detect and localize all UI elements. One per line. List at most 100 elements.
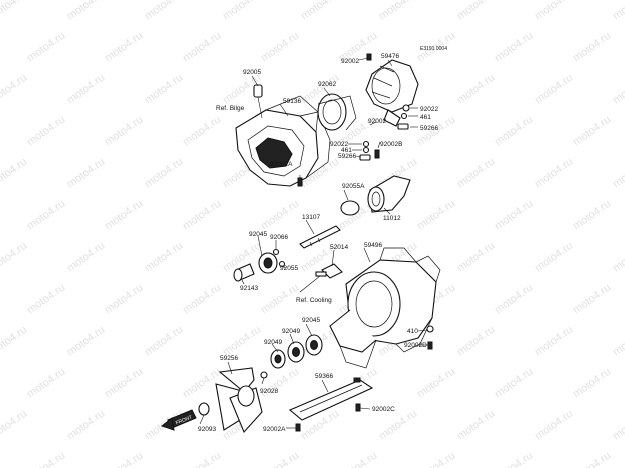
label-92028: 92028 [260, 388, 278, 395]
label-59136: 59136 [283, 98, 301, 105]
label-461-left: 461 [341, 147, 352, 154]
label-92005: 92005 [243, 69, 261, 76]
watermark-text: moto4.ru [221, 0, 263, 22]
watermark-text: moto4.ru [533, 156, 575, 191]
watermark-text: moto4.ru [259, 450, 301, 468]
label-92062: 92062 [318, 81, 336, 88]
impeller-59256 [215, 367, 263, 434]
watermark-text: moto4.ru [0, 156, 29, 191]
watermark-text: moto4.ru [455, 72, 497, 107]
watermark-text: moto4.ru [25, 30, 67, 65]
watermark-text: moto4.ru [25, 366, 67, 401]
label-92055A: 92055A [342, 183, 365, 190]
watermark-text: moto4.ru [25, 282, 67, 317]
label-11012: 11012 [383, 215, 401, 222]
o-ring-92055A [340, 200, 360, 216]
watermark-text: moto4.ru [533, 408, 575, 443]
watermark-text: moto4.ru [25, 450, 67, 468]
watermark-text: moto4.ru [103, 30, 145, 65]
watermark-text: moto4.ru [455, 240, 497, 275]
ref-cooling: Ref. Cooling [296, 297, 332, 304]
watermark-text: moto4.ru [611, 408, 625, 443]
ride-plate-59366 [288, 377, 374, 432]
watermark-text: moto4.ru [181, 30, 223, 65]
label-92055: 92055 [280, 265, 298, 272]
watermark-text: moto4.ru [493, 114, 535, 149]
label-461-right: 461 [420, 114, 431, 121]
label-410: 410 [407, 328, 418, 335]
watermark-text: moto4.ru [65, 156, 107, 191]
label-13107: 13107 [302, 214, 320, 221]
watermark-text: moto4.ru [181, 114, 223, 149]
watermark-text: moto4.ru [415, 198, 457, 233]
watermark-text: moto4.ru [611, 0, 625, 22]
watermark-text: moto4.ru [611, 324, 625, 359]
watermark-text: moto4.ru [611, 240, 625, 275]
watermark-text: moto4.ru [415, 450, 457, 468]
watermark-text: moto4.ru [259, 366, 301, 401]
watermark-text: moto4.ru [259, 30, 301, 65]
watermark-text: moto4.ru [611, 72, 625, 107]
hardware-right [397, 104, 410, 130]
watermark-text: moto4.ru [259, 282, 301, 317]
hose-59476 [365, 59, 419, 127]
watermark-text: moto4.ru [455, 408, 497, 443]
watermark-text: moto4.ru [571, 282, 613, 317]
drive-shaft-13107 [299, 225, 341, 249]
watermark-text: moto4.ru [259, 198, 301, 233]
seal-92093 [198, 402, 210, 416]
watermark-text: moto4.ru [533, 0, 575, 22]
watermark-text: moto4.ru [103, 114, 145, 149]
ring-92055 [278, 260, 286, 268]
watermark-text: moto4.ru [103, 450, 145, 468]
washer-92066 [272, 248, 280, 256]
label-92002A-lower: 92002A [263, 426, 286, 433]
watermark-text: moto4.ru [571, 366, 613, 401]
watermark-text: moto4.ru [181, 366, 223, 401]
watermark-text: moto4.ru [143, 72, 185, 107]
label-92143: 92143 [240, 285, 258, 292]
nozzle-11012 [367, 175, 411, 213]
label-92002D: 92002D [404, 342, 427, 349]
watermark-text: moto4.ru [493, 282, 535, 317]
label-92045-lower: 92045 [302, 317, 320, 324]
watermark-text: moto4.ru [103, 282, 145, 317]
watermark-text: moto4.ru [221, 324, 263, 359]
watermark-text: moto4.ru [571, 198, 613, 233]
bearing-stack-lower [270, 334, 323, 369]
watermark-text: moto4.ru [0, 0, 29, 22]
watermark-text: moto4.ru [143, 324, 185, 359]
watermark-text: moto4.ru [181, 450, 223, 468]
watermark-text: moto4.ru [65, 408, 107, 443]
watermark-text: moto4.ru [299, 0, 341, 22]
label-92022-right: 92022 [420, 106, 438, 113]
watermark-text: moto4.ru [455, 156, 497, 191]
watermark-text: moto4.ru [181, 198, 223, 233]
label-92049-b: 92049 [264, 339, 282, 346]
label-92002-top: 92002 [341, 58, 359, 65]
bolt-92002-top [366, 53, 372, 61]
watermark-text: moto4.ru [337, 450, 379, 468]
label-92002A-upper: 92002A [270, 161, 293, 168]
watermark-text: moto4.ru [143, 156, 185, 191]
watermark-text: moto4.ru [493, 30, 535, 65]
label-92093: 92093 [198, 426, 216, 433]
label-92002-mid: 92002 [368, 118, 386, 125]
bearing-92045-upper [258, 252, 278, 274]
watermark-text: moto4.ru [65, 0, 107, 22]
watermark-text: moto4.ru [143, 240, 185, 275]
label-92022-left: 92022 [330, 141, 348, 148]
watermark-text: moto4.ru [103, 198, 145, 233]
label-59366: 59366 [315, 373, 333, 380]
watermark-text: moto4.ru [493, 198, 535, 233]
hardware-left [297, 140, 380, 187]
watermark-text: moto4.ru [0, 240, 29, 275]
label-59256: 59256 [220, 355, 238, 362]
label-59266-left: 59266 [338, 153, 356, 160]
label-92049-a: 92049 [282, 328, 300, 335]
watermark-text: moto4.ru [103, 366, 145, 401]
label-92066: 92066 [270, 234, 288, 241]
watermark-text: moto4.ru [611, 156, 625, 191]
pump-housing-59136 [235, 95, 331, 187]
